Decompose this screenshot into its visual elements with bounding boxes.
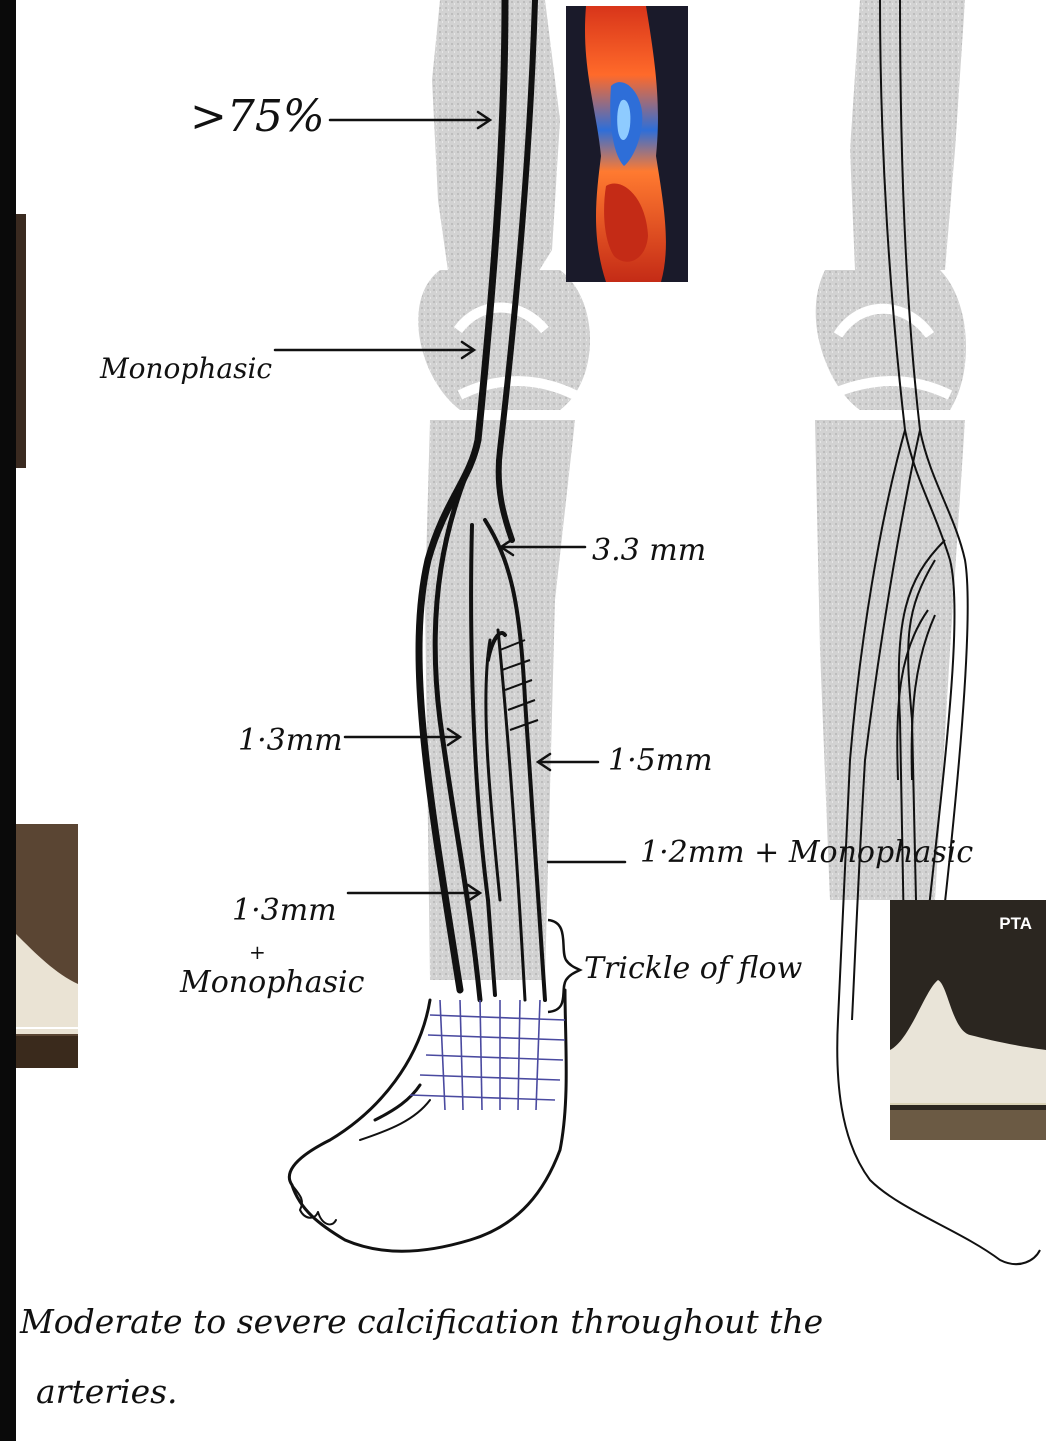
color-doppler-image xyxy=(566,6,688,282)
ankle-grid xyxy=(410,1000,565,1110)
page-edge-strip xyxy=(0,0,16,1441)
monophasic-label: Monophasic xyxy=(100,355,272,383)
pta-spectral-waveform: PTA xyxy=(890,900,1046,1140)
lower-monophasic-label: Monophasic xyxy=(180,968,364,998)
diameter-1-5mm-label: 1·5mm xyxy=(608,746,713,776)
diameter-1-3mm-lower-label: 1·3mm xyxy=(232,896,337,926)
diameter-3-3mm-label: 3.3 mm xyxy=(592,536,706,566)
diameter-1-2mm-monophasic-label: 1·2mm + Monophasic xyxy=(640,838,973,868)
pta-lower-band xyxy=(890,1110,1046,1140)
stenosis-label: >75% xyxy=(190,95,325,139)
pta-label: PTA xyxy=(999,914,1032,934)
left-foot xyxy=(289,990,566,1251)
trickle-of-flow-label: Trickle of flow xyxy=(584,954,802,984)
left-edge-photo-top xyxy=(16,214,26,468)
footer-line-1: Moderate to severe calcification through… xyxy=(20,1305,823,1338)
waveform-lower-band xyxy=(16,1036,78,1068)
footer-line-2: arteries. xyxy=(36,1375,178,1408)
arrow-1-5mm xyxy=(538,754,598,770)
diameter-1-3mm-upper-label: 1·3mm xyxy=(238,726,343,756)
left-spectral-waveform xyxy=(16,824,78,1068)
trickle-brace xyxy=(548,920,580,1012)
right-femur-shading xyxy=(850,0,965,270)
plus-sign-label: + xyxy=(249,942,266,962)
